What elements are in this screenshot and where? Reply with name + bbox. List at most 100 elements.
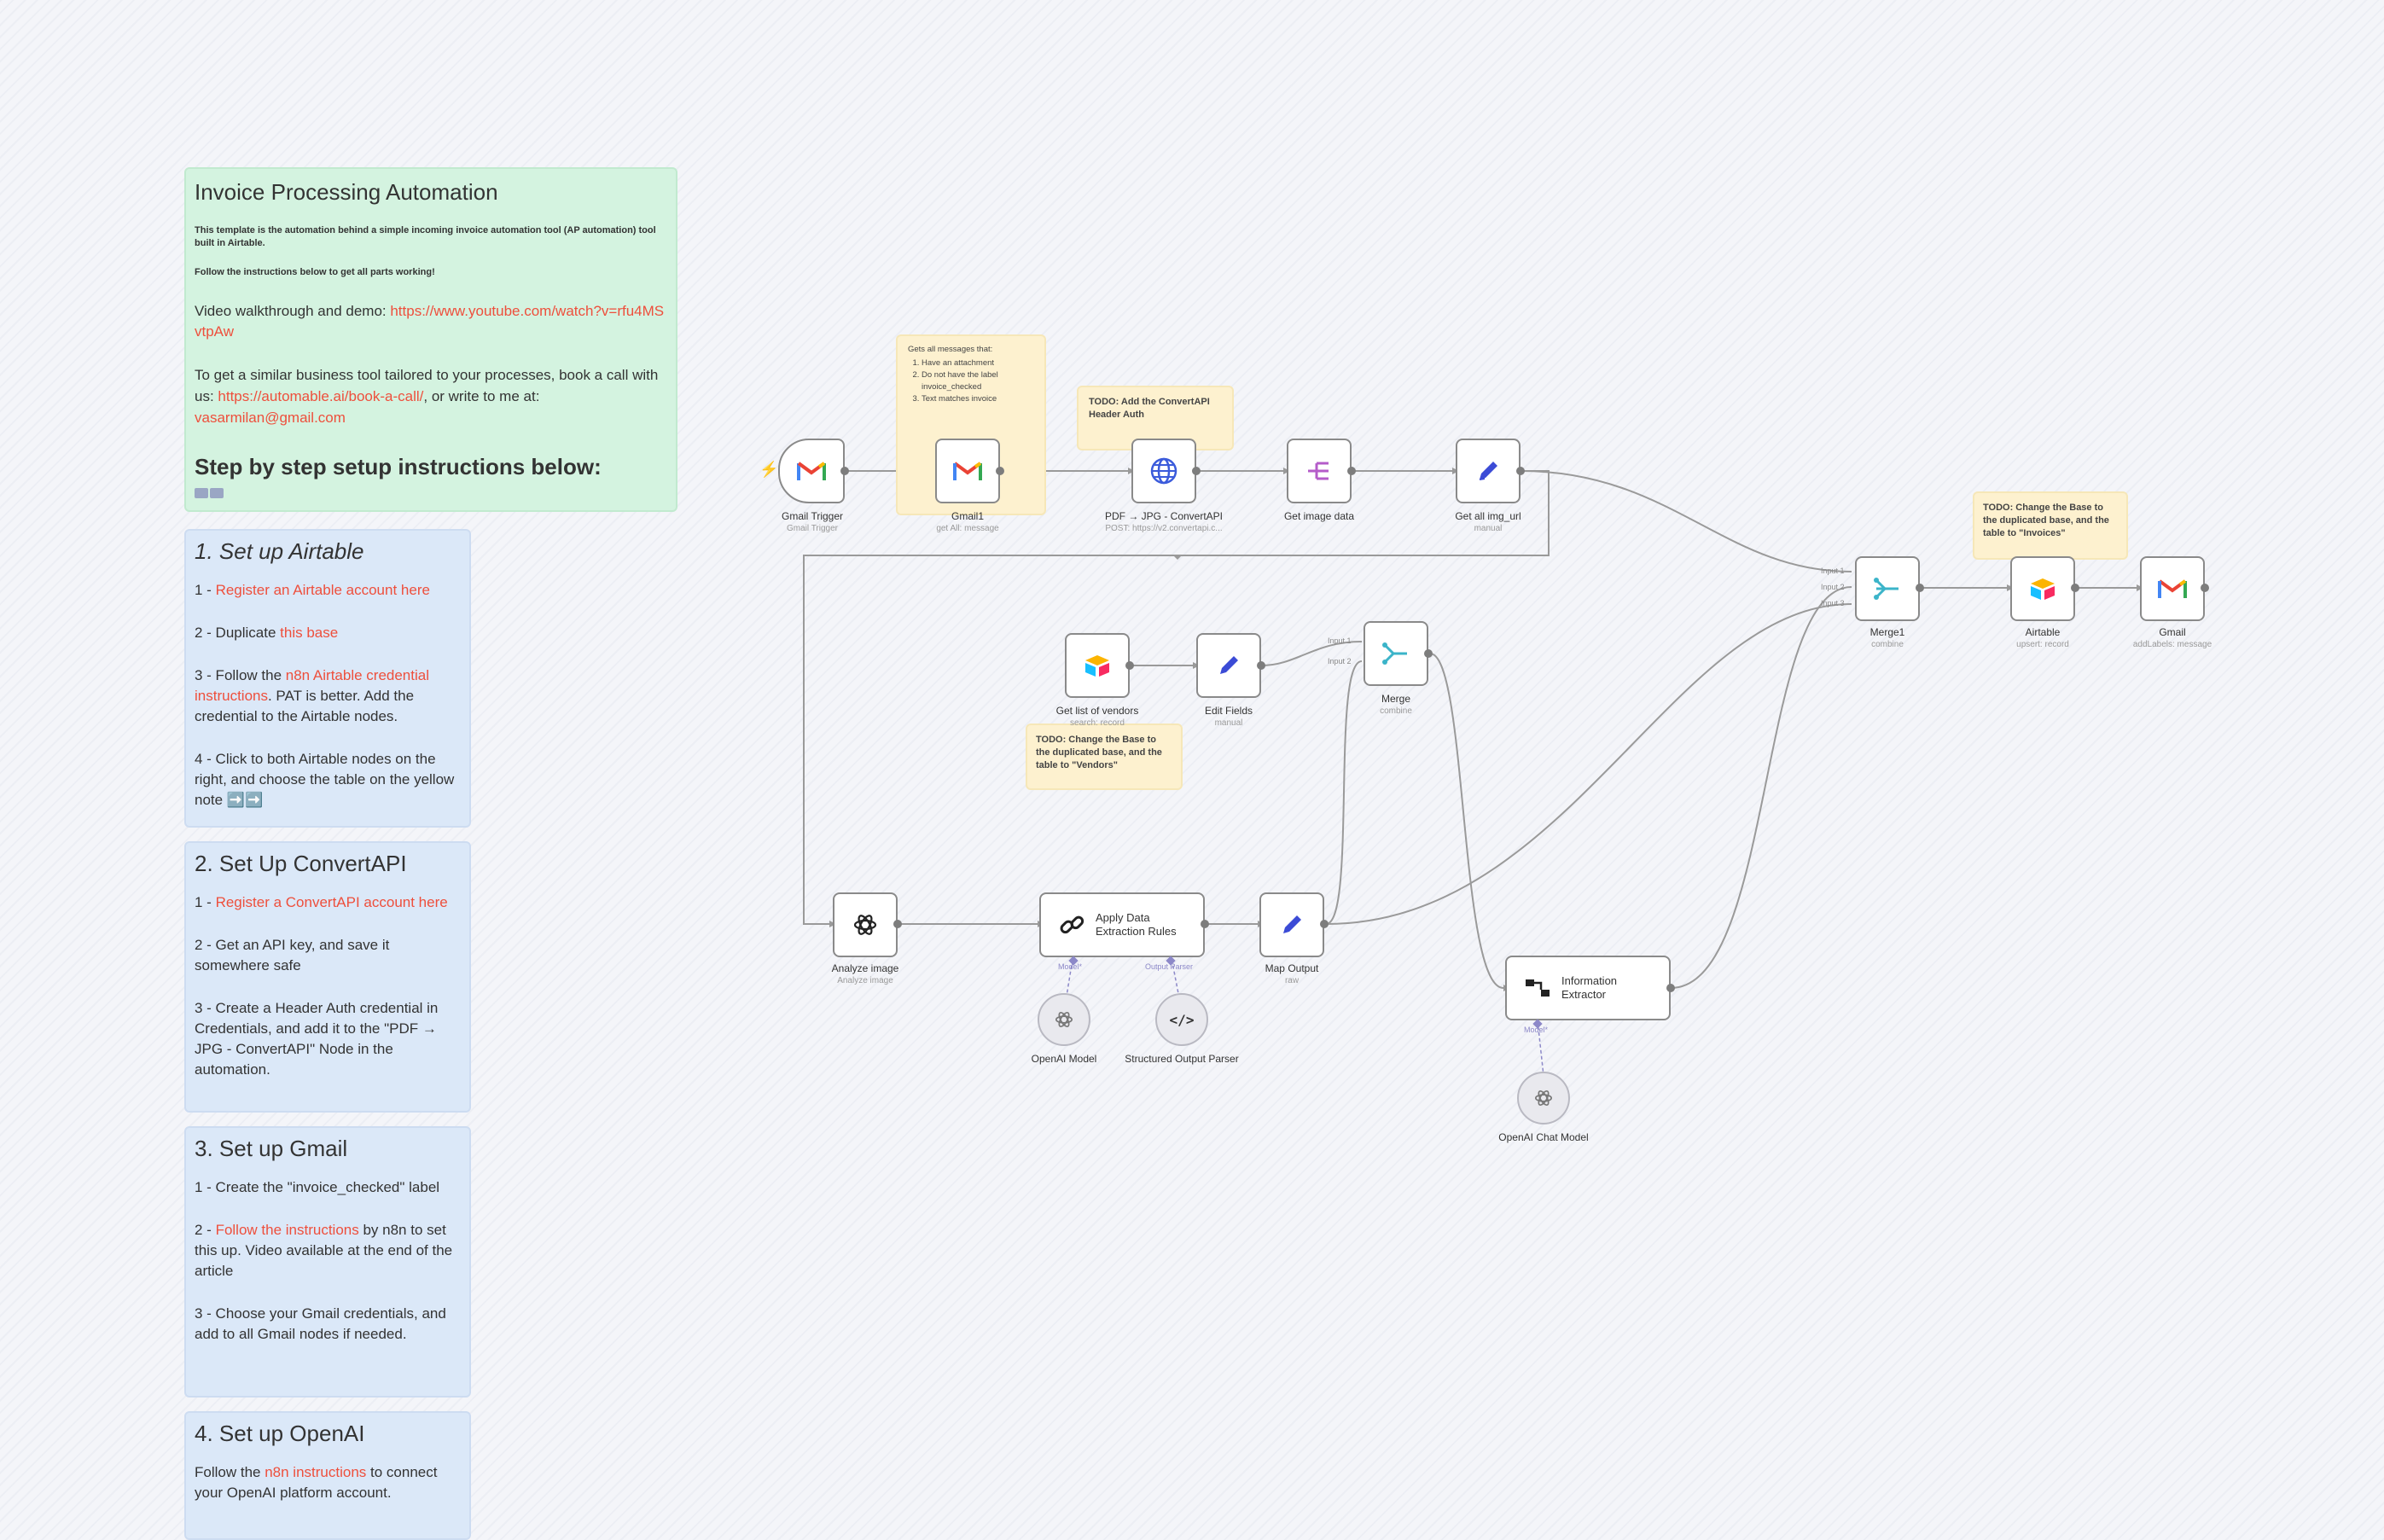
book-link[interactable]: https://automable.ai/book-a-call/ bbox=[218, 388, 424, 404]
intro-video: Video walkthrough and demo: https://www.… bbox=[195, 301, 667, 342]
node-openai-model[interactable] bbox=[1038, 993, 1090, 1046]
output-port[interactable] bbox=[1201, 920, 1209, 928]
node-merge[interactable] bbox=[1364, 621, 1428, 686]
openai-instructions-link[interactable]: n8n instructions bbox=[265, 1464, 367, 1480]
video-link[interactable]: https://www.youtube.com/watch?v=rfu4MSvt… bbox=[195, 303, 665, 340]
register-convertapi-link[interactable]: Register a ConvertAPI account here bbox=[215, 894, 448, 910]
register-airtable-link[interactable]: Register an Airtable account here bbox=[215, 582, 430, 598]
sticky-gets-item: Text matches invoice bbox=[922, 393, 1034, 405]
output-port[interactable] bbox=[1125, 661, 1134, 670]
openai-note-title: 4. Set up OpenAI bbox=[195, 1421, 365, 1446]
node-edit-fields-sub: manual bbox=[1214, 718, 1243, 728]
node-openai-chat-model[interactable] bbox=[1517, 1072, 1570, 1124]
output-port[interactable] bbox=[1257, 661, 1265, 670]
node-pdf-jpg-convertapi[interactable] bbox=[1131, 439, 1196, 503]
link-chain-icon bbox=[1060, 915, 1084, 934]
output-port[interactable] bbox=[1320, 920, 1329, 928]
node-airtable-label: Airtable bbox=[2025, 626, 2061, 638]
convertapi-note-title: 2. Set Up ConvertAPI bbox=[195, 851, 407, 876]
step-prefix: 1 - bbox=[195, 582, 216, 598]
output-port[interactable] bbox=[2071, 584, 2079, 592]
info-extractor-model-port-label: Model* bbox=[1524, 1026, 1549, 1034]
split-icon bbox=[1308, 462, 1329, 480]
node-gmail-trigger[interactable] bbox=[778, 439, 845, 503]
node-analyze-image[interactable] bbox=[833, 892, 898, 957]
airtable-note-title: 1. Set up Airtable bbox=[195, 538, 364, 564]
sticky-gets-heading: Gets all messages that: bbox=[908, 345, 993, 354]
apply-rules-parser-port-label: Output Parser bbox=[1145, 962, 1194, 971]
node-openai-model-label: OpenAI Model bbox=[1031, 1053, 1097, 1065]
output-port[interactable] bbox=[1347, 467, 1356, 475]
output-port[interactable] bbox=[1192, 467, 1201, 475]
node-merge1[interactable] bbox=[1855, 556, 1920, 621]
node-get-all-img-url-sub: manual bbox=[1474, 524, 1503, 533]
node-get-list-of-vendors[interactable] bbox=[1065, 633, 1130, 698]
node-edit-fields[interactable] bbox=[1196, 633, 1261, 698]
output-port[interactable] bbox=[1424, 649, 1433, 658]
output-port[interactable] bbox=[996, 467, 1004, 475]
sticky-invoices-todo[interactable]: TODO: Change the Base to the duplicated … bbox=[1973, 491, 2128, 560]
intro-title: Invoice Processing Automation bbox=[195, 179, 498, 205]
node-airtable[interactable] bbox=[2010, 556, 2075, 621]
openai-icon bbox=[853, 915, 877, 935]
gmail-icon bbox=[953, 462, 982, 480]
openai-step-1: Follow the n8n instructions to connect y… bbox=[195, 1462, 461, 1503]
node-get-all-img-url-label: Get all img_url bbox=[1455, 510, 1521, 522]
gmail-setup-note[interactable]: 3. Set up Gmail 1 - Create the "invoice_… bbox=[184, 1126, 471, 1398]
airtable-setup-note[interactable]: 1. Set up Airtable 1 - Register an Airta… bbox=[184, 529, 471, 828]
email-link[interactable]: vasarmilan@gmail.com bbox=[195, 410, 346, 426]
code-icon: </> bbox=[1169, 1011, 1195, 1028]
airtable-credential-link[interactable]: n8n Airtable credential instructions bbox=[195, 667, 429, 704]
down-arrow-icon bbox=[210, 488, 224, 498]
node-gmail1-sub: get All: message bbox=[936, 524, 999, 533]
this-base-link[interactable]: this base bbox=[280, 625, 339, 641]
output-port[interactable] bbox=[1516, 467, 1525, 475]
airtable-step-2: 2 - Duplicate this base bbox=[195, 623, 461, 643]
node-airtable-sub: upsert: record bbox=[2016, 640, 2069, 649]
node-gmail[interactable] bbox=[2140, 556, 2205, 621]
node-gmail-trigger-sub: Gmail Trigger bbox=[786, 524, 838, 533]
intro-note[interactable]: Invoice Processing Automation This templ… bbox=[184, 167, 677, 512]
book-mid: , or write to me at: bbox=[423, 388, 540, 404]
node-map-output[interactable] bbox=[1259, 892, 1324, 957]
node-structured-parser-label: Structured Output Parser bbox=[1125, 1053, 1239, 1065]
node-gmail1[interactable] bbox=[935, 439, 1000, 503]
output-port[interactable] bbox=[1916, 584, 1924, 592]
intro-p2: Follow the instructions below to get all… bbox=[195, 267, 435, 277]
extractor-icon bbox=[1526, 979, 1550, 997]
sticky-gets-item: Have an attachment bbox=[922, 357, 1034, 369]
step-prefix: 2 - bbox=[195, 1222, 216, 1238]
node-information-extractor[interactable]: Information Extractor bbox=[1505, 956, 1671, 1020]
gmail-step-1: 1 - Create the "invoice_checked" label bbox=[195, 1179, 440, 1195]
step-suffix: by n8n to set this up. Video available a… bbox=[195, 1222, 453, 1279]
openai-setup-note[interactable]: 4. Set up OpenAI Follow the n8n instruct… bbox=[184, 1411, 471, 1540]
merge-icon bbox=[1874, 578, 1898, 600]
node-gmail-label: Gmail bbox=[2159, 626, 2186, 638]
node-map-output-sub: raw bbox=[1284, 976, 1300, 985]
sticky-vendors-todo[interactable]: TODO: Change the Base to the duplicated … bbox=[1026, 724, 1183, 790]
trigger-bolt-icon: ⚡ bbox=[759, 461, 779, 478]
node-apply-data-extraction-rules[interactable]: Apply Data Extraction Rules bbox=[1039, 892, 1205, 957]
sticky-vendors-text: TODO: Change the Base to the duplicated … bbox=[1036, 735, 1162, 770]
convertapi-step-2: 2 - Get an API key, and save it somewher… bbox=[195, 937, 390, 973]
output-port[interactable] bbox=[840, 467, 849, 475]
airtable-step-3: 3 - Follow the n8n Airtable credential i… bbox=[195, 665, 461, 727]
step-prefix: 1 - bbox=[195, 894, 216, 910]
gmail-icon bbox=[2158, 579, 2187, 598]
step-suffix: to connect your OpenAI platform account. bbox=[195, 1464, 438, 1501]
output-port[interactable] bbox=[1666, 984, 1675, 992]
node-get-image-data[interactable] bbox=[1287, 439, 1352, 503]
convertapi-step-1: 1 - Register a ConvertAPI account here bbox=[195, 892, 461, 913]
sticky-invoices-text: TODO: Change the Base to the duplicated … bbox=[1983, 503, 2109, 538]
node-structured-output-parser[interactable]: </> bbox=[1155, 993, 1208, 1046]
merge1-input-1-label: Input 1 bbox=[1821, 567, 1845, 575]
convertapi-setup-note[interactable]: 2. Set Up ConvertAPI 1 - Register a Conv… bbox=[184, 841, 471, 1113]
merge1-input-2-label: Input 2 bbox=[1821, 583, 1845, 591]
output-port[interactable] bbox=[893, 920, 902, 928]
video-prefix: Video walkthrough and demo: bbox=[195, 303, 391, 319]
output-port[interactable] bbox=[2201, 584, 2209, 592]
node-get-all-img-url[interactable] bbox=[1456, 439, 1521, 503]
node-apply-rules-label: Apply Data Extraction Rules bbox=[1096, 911, 1177, 938]
gmail-instructions-link[interactable]: Follow the instructions bbox=[215, 1222, 359, 1238]
